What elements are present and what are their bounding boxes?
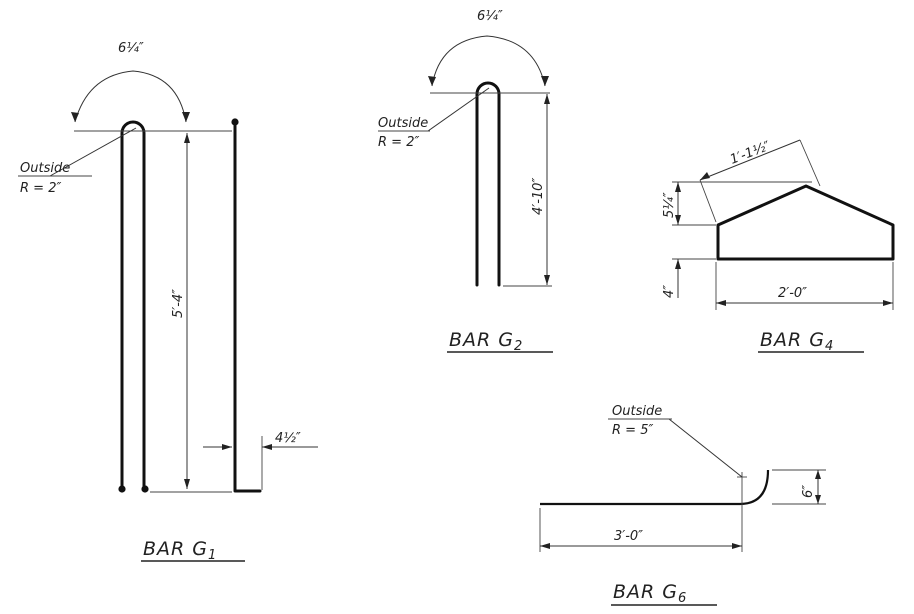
bar-g1-angle-label: 6¼″ [118,41,144,56]
bar-g2-drawing: 6¼″ Outside R = 2″ 4′-10″ BAR G2 [378,9,553,354]
bar-g6-hook-label: 6″ [801,485,816,498]
bar-g1-drawing: 6¼″ Outside R = 2″ 5′-4″ 4½″ BAR G1 [18,41,318,563]
bar-g6-length-label: 3′-0″ [614,529,643,544]
bar-g4-rise-label: 5¼″ [662,192,677,218]
bar-g1-end-dot-left [118,485,126,493]
bar-g1-radius-label-value: R = 2″ [20,181,61,196]
bar-g2-angle-arc [431,35,546,87]
bar-g2-angle-label: 6¼″ [477,9,503,24]
bar-g2-length-label: 4′-10″ [531,178,546,215]
bar-g6-title: BAR G6 [613,581,687,606]
bar-g1-hairpin-shape [120,120,146,491]
bar-g1-end-dot-right [141,485,149,493]
bar-g4-title: BAR G4 [760,329,834,354]
bar-g6-radius-label-value: R = 5″ [612,423,653,438]
bar-g6-radius-label-outside: Outside [612,404,662,419]
bar-g1-offset-label: 4½″ [275,431,301,446]
bar-g1-top-dot [231,118,239,126]
bar-g1-title: BAR G1 [143,538,217,563]
bar-g2-title: BAR G2 [449,329,523,354]
bar-g2-radius-label-outside: Outside [378,116,428,131]
bar-g4-drawing: 1′-1½″ 5¼″ 4″ 2′-0″ BAR G4 [662,139,895,354]
bar-g6-drawing: Outside R = 5″ 6″ 3′-0″ BAR G6 [539,404,826,606]
bar-g4-leg-label: 4″ [662,285,677,298]
bar-g2-hairpin-shape [475,81,501,287]
bar-g1-angle-arc [74,70,187,123]
bar-g4-bent-shape [716,184,895,261]
bar-g2-radius-label-value: R = 2″ [378,135,419,150]
bar-g1-straight-shape [233,121,262,493]
bar-g4-width-label: 2′-0″ [778,286,807,301]
bar-g4-slope-label: 1′-1½″ [728,139,772,168]
bar-g1-length-label: 5′-4″ [171,289,186,318]
bar-g1-radius-label-outside: Outside [20,161,70,176]
bar-g6-hooked-shape [540,469,770,506]
